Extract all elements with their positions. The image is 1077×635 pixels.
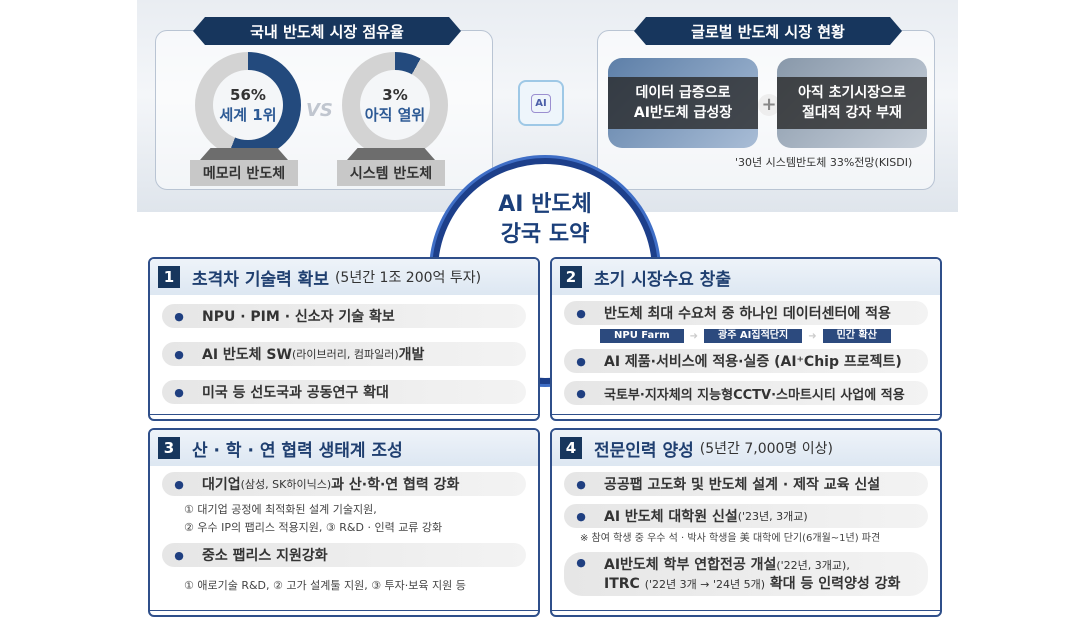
divider	[150, 610, 538, 611]
memory-label: 메모리 반도체	[190, 160, 298, 186]
section-number: 3	[158, 437, 180, 459]
detail-line: ① 대기업 공정에 최적화된 설계 기술지원,	[184, 503, 377, 516]
list-item: ● AI 반도체 SW(라이브러리, 컴파일러) 개발	[162, 342, 526, 366]
item-text: 미국 등 선도국과 공동연구 확대	[202, 385, 389, 401]
system-share-percent: 3%	[382, 85, 408, 104]
flow-step: 광주 AI집적단지	[704, 329, 803, 343]
divider	[552, 414, 940, 415]
memory-share-donut: 56%세계 1위	[195, 52, 301, 158]
section-1: 1 초격차 기술력 확보 (5년간 1조 200억 투자) ● NPU · PIM ·…	[148, 257, 540, 421]
global-card-2-text: 아직 초기시장으로 절대적 강자 부재	[777, 77, 927, 129]
divider	[552, 610, 940, 611]
global-card-1-text: 데이터 급증으로 AI반도체 급성장	[608, 77, 758, 129]
list-item: ● NPU · PIM · 신소자 기술 확보	[162, 304, 526, 328]
section-title: 초기 시장수요 창출	[594, 269, 731, 290]
item-text: ITRC	[604, 576, 640, 592]
section-number: 2	[560, 266, 582, 288]
item-text-note: (라이브러리, 컴파일러)	[291, 348, 399, 361]
list-item: ● AI 제품·서비스에 적용·실증 (AI⁺Chip 프로젝트)	[564, 349, 928, 373]
ai-chip-label: AI	[531, 93, 551, 113]
item-text-note: ('22년 3개 → '24년 5개)	[644, 578, 766, 591]
bullet-icon: ●	[174, 309, 184, 323]
section-3-header: 3 산 · 학 · 연 협력 생태계 조성	[150, 430, 538, 466]
section-title: 전문인력 양성	[594, 440, 694, 461]
item-text: 국토부·지자체의 지능형CCTV·스마트시티 사업에 적용	[604, 387, 905, 403]
system-rank: 아직 열위	[364, 105, 426, 124]
item-text: AI 반도체 대학원 신설	[604, 509, 738, 525]
system-label: 시스템 반도체	[337, 160, 445, 186]
section-subtitle: (5년간 7,000명 이상)	[699, 441, 833, 457]
flow-diagram: NPU Farm ➜ 광주 AI집적단지 ➜ 민간 확산	[600, 329, 940, 343]
item-note: ※ 참여 학생 중 우수 석 · 박사 학생을 美 대학에 단기(6개월~1년)…	[580, 533, 881, 544]
section-1-header: 1 초격차 기술력 확보 (5년간 1조 200억 투자)	[150, 259, 538, 295]
domestic-share-title: 국내 반도체 시장 점유율	[193, 17, 461, 45]
list-item: ● AI 반도체 대학원 신설('23년, 3개교)	[564, 504, 928, 528]
item-text: 반도체 최대 수요처 중 하나인 데이터센터에 적용	[604, 306, 891, 322]
section-4: 4 전문인력 양성 (5년간 7,000명 이상) ● 공공팹 고도화 및 반도체 설…	[550, 428, 942, 617]
bullet-icon: ●	[576, 386, 586, 400]
list-item: ● 중소 팹리스 지원강화	[162, 543, 526, 567]
bullet-icon: ●	[576, 354, 586, 368]
bullet-icon: ●	[174, 477, 184, 491]
item-details: ① 대기업 공정에 최적화된 설계 기술지원, ② 우수 IP의 팹리스 적용지원…	[184, 501, 538, 537]
item-text: AI 제품·서비스에 적용·실증 (AI⁺Chip 프로젝트)	[604, 354, 902, 370]
ai-chip-icon: AI	[518, 80, 564, 126]
item-text: AI반도체 학부 연합전공 개설	[604, 557, 777, 573]
list-item: ● 미국 등 선도국과 공동연구 확대	[162, 380, 526, 404]
section-number: 1	[158, 266, 180, 288]
list-item: ● AI반도체 학부 연합전공 개설('22년, 3개교), ITRC ('22년 …	[564, 552, 928, 596]
item-text-note: ('23년, 3개교)	[737, 510, 808, 523]
item-details: ① 애로기술 R&D, ② 고가 설계툴 지원, ③ 투자·보육 지원 등	[184, 579, 466, 592]
item-text-note: (삼성, SK하이닉스)	[240, 478, 332, 491]
list-item: ● 국토부·지자체의 지능형CCTV·스마트시티 사업에 적용	[564, 381, 928, 405]
bullet-icon: ●	[174, 548, 184, 562]
section-number: 4	[560, 437, 582, 459]
item-text: 과 산·학·연 협력 강화	[331, 477, 460, 493]
global-card-2: 아직 초기시장으로 절대적 강자 부재	[777, 58, 927, 148]
bullet-icon: ●	[576, 509, 586, 523]
section-3: 3 산 · 학 · 연 협력 생태계 조성 ● 대기업(삼성, SK하이닉스)과 산…	[148, 428, 540, 617]
item-text: 공공팹 고도화 및 반도체 설계 · 제작 교육 신설	[604, 477, 881, 493]
emblem-line-2: 강국 도약	[500, 222, 590, 247]
global-card-1: 데이터 급증으로 AI반도체 급성장	[608, 58, 758, 148]
memory-share-percent: 56%	[230, 85, 266, 104]
emblem-line-1: AI 반도체	[498, 192, 592, 217]
bullet-icon: ●	[576, 306, 586, 320]
item-text: NPU · PIM · 신소자 기술 확보	[202, 309, 395, 325]
list-item: ● 공공팹 고도화 및 반도체 설계 · 제작 교육 신설	[564, 472, 928, 496]
section-2-header: 2 초기 시장수요 창출	[552, 259, 940, 295]
item-text: 중소 팹리스 지원강화	[202, 548, 328, 564]
global-note: '30년 시스템반도체 33%전망(KISDI)	[735, 156, 913, 169]
item-text: 확대 등 인력양성 강화	[765, 576, 901, 592]
arrow-icon: ➜	[689, 330, 699, 342]
divider	[150, 414, 538, 415]
section-title: 산 · 학 · 연 협력 생태계 조성	[192, 440, 403, 461]
item-text-note: ('22년, 3개교),	[776, 559, 850, 572]
plus-icon: +	[758, 94, 780, 116]
section-subtitle: (5년간 1조 200억 투자)	[334, 270, 482, 286]
bullet-icon: ●	[174, 347, 184, 361]
detail-line: ② 우수 IP의 팹리스 적용지원, ③ R&D · 인력 교류 강화	[184, 521, 443, 534]
global-market-title: 글로벌 반도체 시장 현황	[634, 17, 902, 45]
bullet-icon: ●	[174, 385, 184, 399]
flow-step: 민간 확산	[822, 329, 891, 343]
list-item: ● 반도체 최대 수요처 중 하나인 데이터센터에 적용	[564, 301, 928, 325]
flow-step: NPU Farm	[600, 329, 684, 343]
bullet-icon: ●	[576, 477, 586, 491]
bullet-icon: ●	[576, 556, 586, 569]
item-text: 개발	[398, 347, 425, 363]
list-item: ● 대기업(삼성, SK하이닉스)과 산·학·연 협력 강화	[162, 472, 526, 496]
vs-label: VS	[306, 100, 333, 121]
item-text: 대기업	[202, 477, 241, 493]
section-4-header: 4 전문인력 양성 (5년간 7,000명 이상)	[552, 430, 940, 466]
section-title: 초격차 기술력 확보	[192, 269, 329, 290]
memory-rank: 세계 1위	[219, 105, 277, 124]
system-share-donut: 3%아직 열위	[342, 52, 448, 158]
arrow-icon: ➜	[808, 330, 817, 342]
item-text: AI 반도체 SW	[202, 347, 292, 363]
